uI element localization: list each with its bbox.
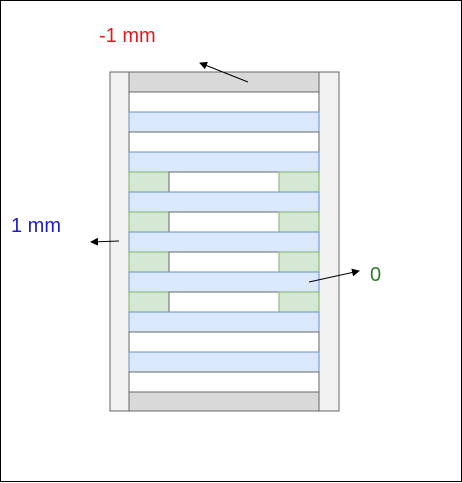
layer-rows: [128, 91, 320, 393]
top-cap: [128, 71, 320, 93]
blue-layer: [128, 231, 320, 253]
split-layer-right-green: [278, 291, 320, 313]
split-layer-left-green: [128, 251, 170, 273]
bottom-cap: [128, 390, 320, 412]
left-label: 1 mm: [11, 215, 61, 237]
split-layer-center-white: [168, 251, 280, 273]
top-arrow: [199, 61, 249, 83]
split-layer-right-green: [278, 211, 320, 233]
blue-layer: [128, 351, 320, 373]
right-arrow: [308, 268, 360, 283]
split-layer-left-green: [128, 171, 170, 193]
top-label: -1 mm: [99, 25, 156, 47]
blue-layer: [128, 271, 320, 293]
split-layer-left-green: [128, 291, 170, 313]
blue-layer: [128, 191, 320, 213]
white-layer: [128, 331, 320, 353]
blue-layer: [128, 151, 320, 173]
white-layer: [128, 131, 320, 153]
blue-layer: [128, 311, 320, 333]
split-layer-center-white: [168, 211, 280, 233]
split-layer-right-green: [278, 251, 320, 273]
split-layer-left-green: [128, 211, 170, 233]
white-layer: [128, 371, 320, 393]
split-layer-center-white: [168, 171, 280, 193]
split-layer-right-green: [278, 171, 320, 193]
blue-layer: [128, 111, 320, 133]
split-layer-center-white: [168, 291, 280, 313]
left-arrow: [90, 237, 120, 246]
white-layer: [128, 91, 320, 113]
right-label: 0: [370, 264, 381, 286]
